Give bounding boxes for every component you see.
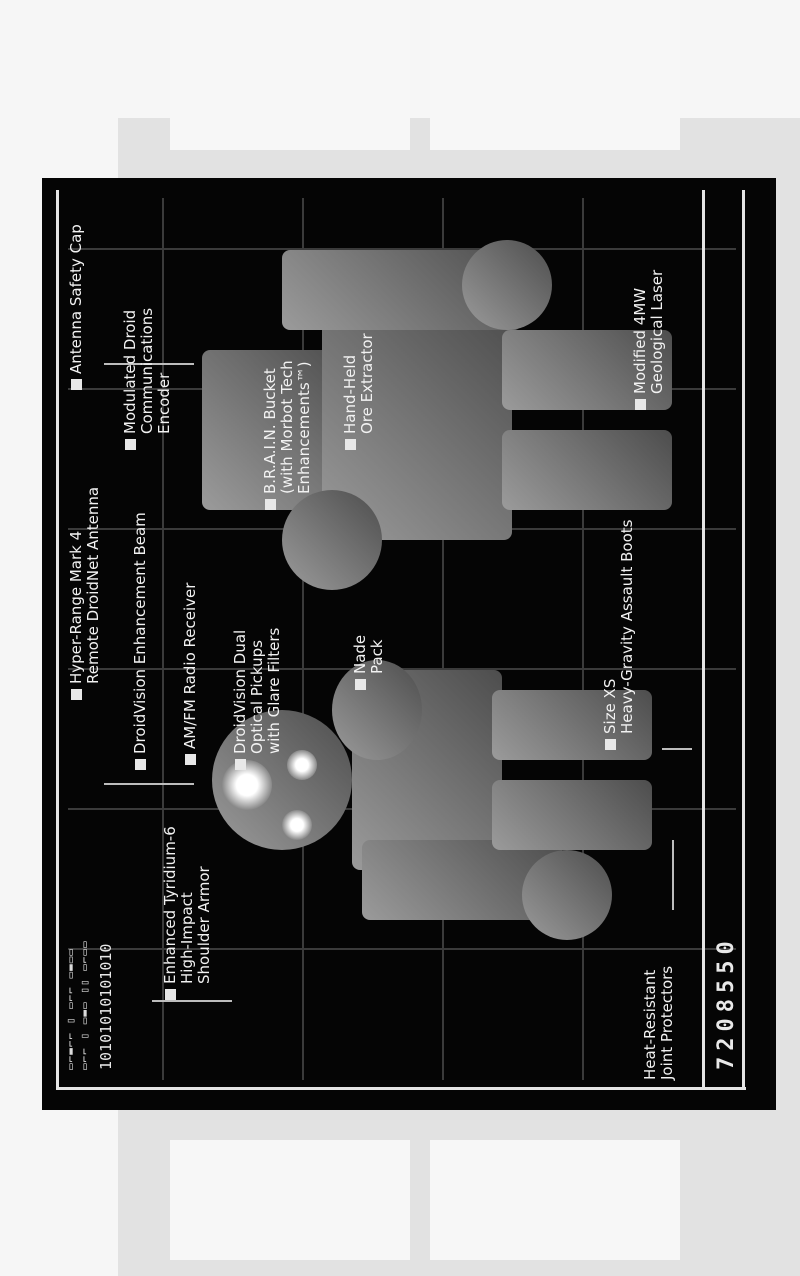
frame-line (56, 1087, 746, 1090)
callout-comm-encoder: Modulated Droid Communications Encoder (121, 308, 173, 450)
frame-line (56, 190, 59, 1090)
callout-shoulder-armor: Enhanced Tyridium-6 High-Impact Shoulder… (161, 826, 213, 1000)
schematic-canvas: ▭⌐▬⌐⌐ ▯ ▭⌐⌐ ▭▬▭▭▭⌐⌐ ▯ ▭▬▭ ▯▯ ▭⌐▭▭ 101010… (42, 178, 776, 1110)
alien-code-text: ▭⌐▬⌐⌐ ▯ ▭⌐⌐ ▭▬▭▭▭⌐⌐ ▯ ▭▬▭ ▯▯ ▭⌐▭▭ (64, 940, 91, 1070)
callout-radio-receiver: AM/FM Radio Receiver (181, 583, 199, 765)
leader-line (662, 748, 692, 750)
callout-geo-laser: Modified 4MW Geological Laser (631, 270, 666, 410)
callout-ore-extractor: Hand-Held Ore Extractor (341, 333, 376, 450)
callout-hyper-antenna: Hyper-Range Mark 4 Remote DroidNet Anten… (67, 487, 102, 700)
schematic-panel: ▭⌐▬⌐⌐ ▯ ▭⌐⌐ ▭▬▭▭▭⌐⌐ ▯ ▭▬▭ ▯▯ ▭⌐▭▭ 101010… (42, 178, 776, 1110)
background-tile (430, 0, 680, 150)
frame-line (702, 190, 705, 1090)
digit-readout: 7208550 (714, 935, 739, 1070)
frame-line (742, 190, 745, 1090)
binary-code: 10101010101010 (97, 943, 115, 1070)
background-tile (430, 1140, 680, 1260)
background-tile (170, 0, 410, 150)
background-tile (170, 1140, 410, 1260)
callout-brain-bucket: B.R.A.I.N. Bucket (with Morbot Tech Enha… (261, 360, 313, 510)
leader-line (672, 840, 674, 910)
callout-boots: Size XS Heavy-Gravity Assault Boots (601, 520, 636, 750)
leader-line (152, 1000, 232, 1002)
callout-joint-protectors: Heat-Resistant Joint Protectors (641, 965, 676, 1080)
callout-enhancement-beam: DroidVision Enhancement Beam (131, 512, 149, 770)
callout-optical-pickups: DroidVision Dual Optical Pickups with Gl… (231, 628, 283, 770)
leader-line (104, 783, 194, 785)
callout-antenna-cap: Antenna Safety Cap (67, 224, 85, 390)
callout-nade-pack: Nade Pack (351, 635, 386, 690)
